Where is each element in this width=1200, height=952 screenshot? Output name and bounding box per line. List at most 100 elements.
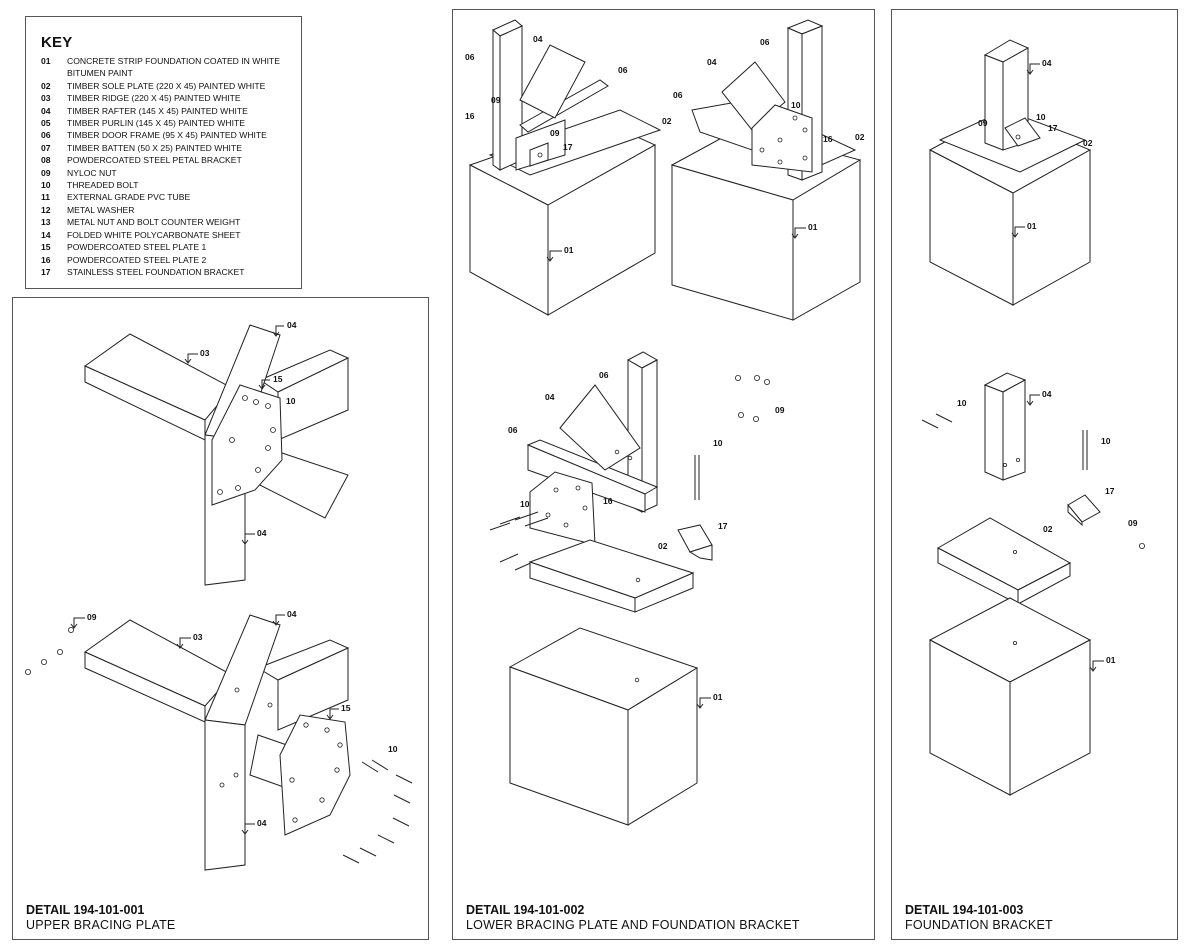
key-item-number: 10 (41, 180, 51, 191)
callout-02: 02 (855, 132, 865, 142)
callout-01: 01 (564, 245, 574, 255)
callout-17: 17 (718, 521, 728, 531)
detail-caption: DETAIL 194-101-001 UPPER BRACING PLATE (26, 903, 175, 933)
key-item-description: TIMBER RAFTER (145 X 45) PAINTED WHITE (67, 105, 248, 116)
callout-06: 06 (760, 37, 770, 47)
callout-16: 16 (465, 111, 475, 121)
callout-01: 01 (1106, 655, 1116, 665)
detail-id: DETAIL 194-101-003 (905, 903, 1024, 917)
foundation-bracket-exploded (921, 372, 1146, 796)
foundation-bracket-assembled (928, 39, 1092, 306)
lower-bracing-assembled-left (468, 19, 662, 316)
upper-bracing-exploded (24, 614, 413, 871)
key-item-number: 04 (41, 105, 51, 116)
key-item-number: 15 (41, 242, 51, 253)
callout-01: 01 (808, 222, 818, 232)
key-item-number: 14 (41, 229, 51, 240)
callout-09: 09 (1128, 518, 1138, 528)
key-item-description: POWDERCOATED STEEL PETAL BRACKET (67, 155, 242, 166)
key-item-description: TIMBER PURLIN (145 X 45) PAINTED WHITE (67, 118, 245, 129)
callout-02: 02 (1043, 524, 1053, 534)
key-item: 10 THREADED BOLT (41, 179, 287, 191)
callout-09: 09 (775, 405, 785, 415)
key-title: KEY (41, 34, 73, 51)
key-item-description: TIMBER RIDGE (220 X 45) PAINTED WHITE (67, 93, 241, 104)
callout-17: 17 (1105, 486, 1115, 496)
key-item-number: 03 (41, 93, 51, 104)
callout-04: 04 (287, 609, 297, 619)
key-item: 03 TIMBER RIDGE (220 X 45) PAINTED WHITE (41, 92, 287, 104)
callout-10: 10 (713, 438, 723, 448)
key-item-number: 11 (41, 192, 51, 203)
key-item-description: TIMBER DOOR FRAME (95 X 45) PAINTED WHIT… (67, 130, 267, 141)
key-list: 01 CONCRETE STRIP FOUNDATION COATED IN WH… (41, 55, 287, 278)
key-item-number: 17 (41, 266, 51, 277)
key-item-number: 01 (41, 56, 51, 66)
key-item-description: NYLOC NUT (67, 167, 117, 178)
callout-10: 10 (791, 100, 801, 110)
callout-09: 09 (978, 118, 988, 128)
callout-04: 04 (257, 818, 267, 828)
key-item: 12 METAL WASHER (41, 204, 287, 216)
key-item: 07 TIMBER BATTEN (50 X 25) PAINTED WHITE (41, 142, 287, 154)
detail-title: LOWER BRACING PLATE AND FOUNDATION BRACK… (466, 918, 800, 932)
callout-09: 09 (87, 612, 97, 622)
callout-10: 10 (388, 744, 398, 754)
leader-arrows (70, 63, 1104, 835)
callout-06: 06 (599, 370, 609, 380)
callout-06: 06 (673, 90, 683, 100)
callout-17: 17 (1048, 123, 1058, 133)
callout-04: 04 (545, 392, 555, 402)
callout-10: 10 (286, 396, 296, 406)
callout-16: 16 (603, 496, 613, 506)
key-item-description: TIMBER SOLE PLATE (220 X 45) PAINTED WHI… (67, 80, 266, 91)
key-item-description: EXTERNAL GRADE PVC TUBE (67, 192, 191, 203)
callout-06: 06 (508, 425, 518, 435)
key-item: 01 CONCRETE STRIP FOUNDATION COATED IN WH… (41, 55, 287, 80)
callout-10: 10 (520, 499, 530, 509)
key-item-description: FOLDED WHITE POLYCARBONATE SHEET (67, 229, 241, 240)
callout-09: 09 (491, 95, 501, 105)
key-item-description: THREADED BOLT (67, 180, 139, 191)
key-item-description: METAL WASHER (67, 204, 135, 215)
bolt-group (342, 759, 413, 864)
callout-02: 02 (662, 116, 672, 126)
callout-15: 15 (273, 374, 283, 384)
key-item: 11 EXTERNAL GRADE PVC TUBE (41, 191, 287, 203)
callout-10: 10 (1101, 436, 1111, 446)
lower-bracing-exploded (489, 351, 771, 826)
key-item-number: 07 (41, 142, 51, 153)
callout-17: 17 (563, 142, 573, 152)
callout-06: 06 (618, 65, 628, 75)
key-item-number: 12 (41, 204, 51, 215)
callout-02: 02 (1083, 138, 1093, 148)
callout-10: 10 (957, 398, 967, 408)
key-item-number: 02 (41, 80, 51, 91)
key-item-description: TIMBER BATTEN (50 X 25) PAINTED WHITE (67, 142, 242, 153)
detail-caption: DETAIL 194-101-002 LOWER BRACING PLATE A… (466, 903, 800, 933)
callout-04: 04 (533, 34, 543, 44)
detail-caption: DETAIL 194-101-003 FOUNDATION BRACKET (905, 903, 1053, 933)
upper-bracing-assembled (83, 324, 350, 586)
callout-16: 16 (823, 134, 833, 144)
callout-09: 09 (550, 128, 560, 138)
key-item-description: CONCRETE STRIP FOUNDATION COATED IN WHIT… (67, 56, 280, 79)
key-item: 05 TIMBER PURLIN (145 X 45) PAINTED WHITE (41, 117, 287, 129)
callout-04: 04 (1042, 58, 1052, 68)
callout-10: 10 (1036, 112, 1046, 122)
callout-15: 15 (341, 703, 351, 713)
detail-id: DETAIL 194-101-002 (466, 903, 585, 917)
key-item-number: 16 (41, 254, 51, 265)
key-item: 02 TIMBER SOLE PLATE (220 X 45) PAINTED W… (41, 80, 287, 92)
callout-02: 02 (658, 541, 668, 551)
key-item-number: 05 (41, 118, 51, 129)
callout-04: 04 (1042, 389, 1052, 399)
callout-06: 06 (465, 52, 475, 62)
key-item-description: METAL NUT AND BOLT COUNTER WEIGHT (67, 217, 241, 228)
